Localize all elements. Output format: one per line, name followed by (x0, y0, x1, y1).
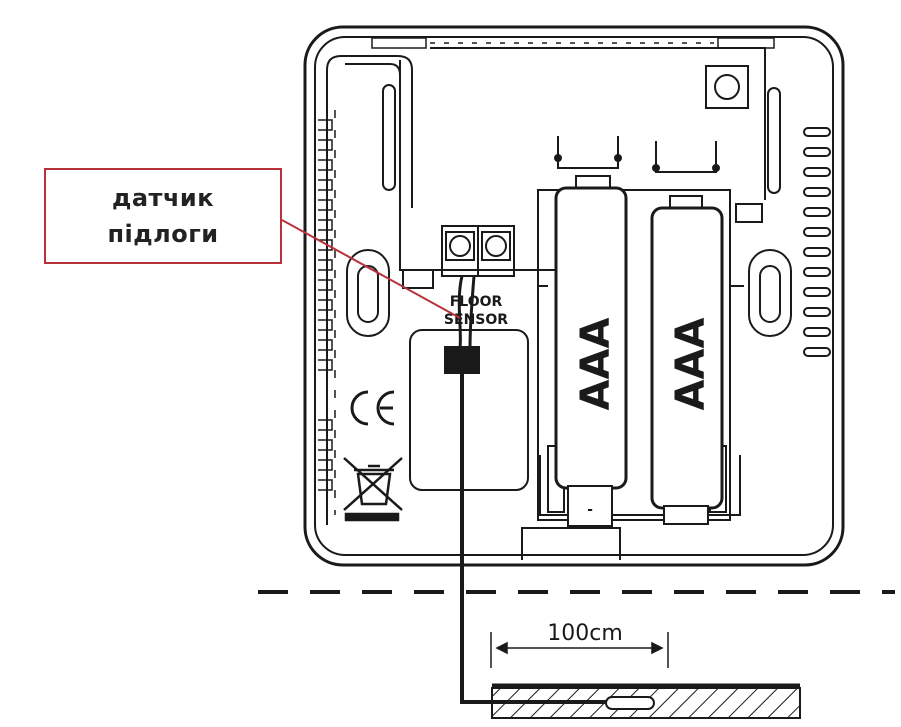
callout-line-1: датчик (111, 184, 215, 212)
top-vent-slots (371, 37, 775, 49)
battery-1-minus: - (587, 502, 593, 518)
battery-2-label: AAA (668, 318, 714, 411)
terminal-label: FLOOR SENSOR (444, 294, 508, 328)
terminal-block (402, 225, 515, 289)
ce-mark (350, 390, 395, 426)
mounting-slots (346, 249, 792, 337)
battery-contacts (554, 136, 763, 223)
thermostat-housing (303, 25, 845, 567)
inner-frame (326, 47, 781, 560)
reset-button (705, 65, 749, 109)
callout-leader (281, 219, 461, 319)
weee-bin-icon (343, 457, 403, 522)
cable-compartment (409, 329, 529, 491)
floor-sensor-probe (605, 696, 655, 710)
dimension-label: 100cm (547, 621, 623, 646)
battery-1-label: AAA (573, 318, 619, 411)
cable-grommet (444, 346, 480, 374)
battery-2: AAA (650, 195, 724, 525)
floor-sensor-callout: датчик підлоги (44, 168, 282, 264)
right-vent-slots (803, 127, 831, 357)
dimension-arrow (490, 632, 669, 668)
terminal-label-line1: FLOOR (450, 294, 503, 310)
sensor-wire-leads (457, 275, 476, 349)
battery-compartment (537, 189, 744, 521)
battery-1: AAA - (554, 175, 628, 527)
left-side-clips (318, 110, 336, 515)
callout-line-2: підлоги (107, 220, 219, 248)
